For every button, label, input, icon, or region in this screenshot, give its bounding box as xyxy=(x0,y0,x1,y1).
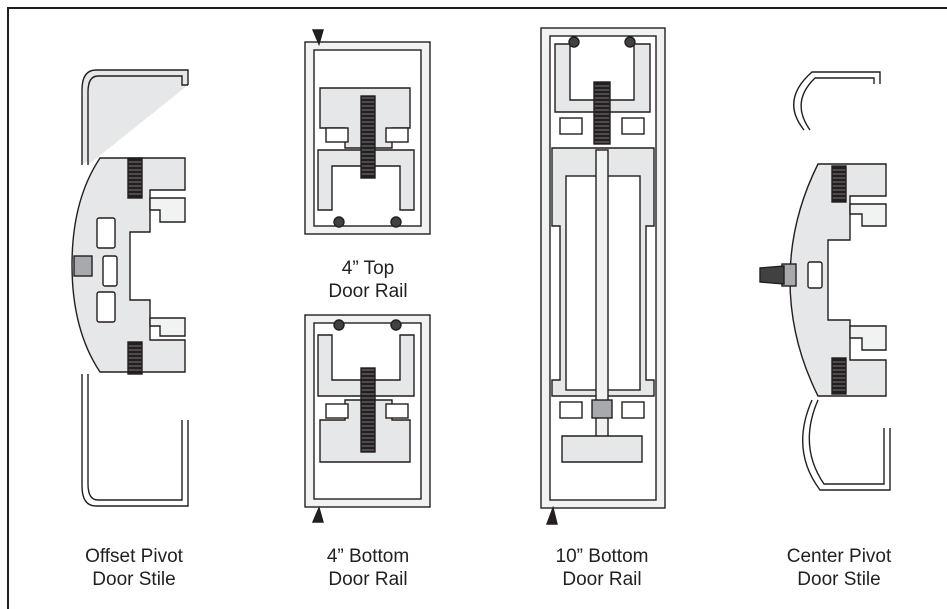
caption-line: Center Pivot xyxy=(786,546,892,567)
rail10-seal-right xyxy=(624,36,636,48)
rail10-sweep xyxy=(545,505,558,525)
center-slot xyxy=(807,261,823,289)
caption-line: Door Rail xyxy=(328,281,408,302)
offset-pivot-stile-drawing xyxy=(71,69,189,507)
top-rail-4-drawing xyxy=(304,29,431,235)
rail10-lower-insert xyxy=(591,399,613,419)
diagram-frame xyxy=(7,7,947,609)
caption-offset-pivot-stile: Offset Pivot Door Stile xyxy=(54,545,214,591)
bottom-rail-4-drawing xyxy=(304,314,431,523)
stile-glass-top xyxy=(127,157,143,199)
stile-slot-2 xyxy=(102,255,118,287)
bottom-rail-block-right xyxy=(385,403,409,419)
center-glass-bottom xyxy=(831,357,847,395)
stile-skin-bottom xyxy=(81,374,189,507)
caption-line: 4” Bottom xyxy=(326,546,410,567)
center-stop-bottom xyxy=(849,325,887,351)
stile-glass-bottom xyxy=(127,341,143,375)
center-pivot-stile-drawing xyxy=(759,71,891,491)
caption-line: 10” Bottom xyxy=(555,546,649,567)
bottom-rail-sweep xyxy=(311,505,324,523)
center-core xyxy=(789,163,887,397)
bottom-rail-screw xyxy=(360,367,376,453)
bottom-rail-block-left xyxy=(325,403,349,419)
rail10-block-left xyxy=(559,117,583,135)
rail10-rod xyxy=(595,149,609,441)
center-skin-top xyxy=(793,71,881,131)
rail10-bottom-carrier xyxy=(561,435,643,463)
stile-glazing-stop-top xyxy=(149,197,186,223)
center-glass-top xyxy=(831,165,847,203)
rail10-lower-block-left xyxy=(559,401,583,419)
top-rail-block-right xyxy=(385,127,409,143)
caption-line: Door Stile xyxy=(92,569,176,590)
center-skin-bottom xyxy=(802,399,891,491)
caption-line: Door Stile xyxy=(797,569,881,590)
bottom-rail-seal-left xyxy=(333,319,345,331)
top-rail-seal-right xyxy=(390,216,402,228)
rail10-block-right xyxy=(621,117,645,135)
bottom-rail-upper-channel xyxy=(317,334,415,397)
top-rail-block-left xyxy=(325,127,349,143)
rail10-screw xyxy=(593,81,611,145)
center-stop-top xyxy=(849,203,887,227)
stile-insert xyxy=(73,255,93,277)
caption-top-rail-4: 4” Top Door Rail xyxy=(288,257,448,303)
stile-slot-3 xyxy=(96,291,116,323)
caption-line: Door Rail xyxy=(562,569,642,590)
top-rail-weather-strip xyxy=(311,29,324,47)
center-brush xyxy=(759,265,785,285)
caption-line: Offset Pivot xyxy=(85,546,183,567)
stile-slot-1 xyxy=(96,217,116,249)
caption-center-pivot-stile: Center Pivot Door Stile xyxy=(759,545,919,591)
top-rail-seal-left xyxy=(333,216,345,228)
top-rail-screw xyxy=(360,95,376,179)
caption-line: 4” Top xyxy=(341,258,395,279)
rail10-lower-block-right xyxy=(621,401,645,419)
bottom-rail-seal-right xyxy=(390,319,402,331)
stile-skin-top xyxy=(81,69,189,165)
caption-line: Door Rail xyxy=(328,569,408,590)
caption-bottom-rail-4: 4” Bottom Door Rail xyxy=(288,545,448,591)
top-rail-lower-channel xyxy=(317,149,415,211)
caption-bottom-rail-10: 10” Bottom Door Rail xyxy=(522,545,682,591)
stile-glazing-stop-bottom xyxy=(149,317,186,337)
bottom-rail-10-drawing xyxy=(540,27,666,525)
rail10-seal-left xyxy=(568,36,580,48)
